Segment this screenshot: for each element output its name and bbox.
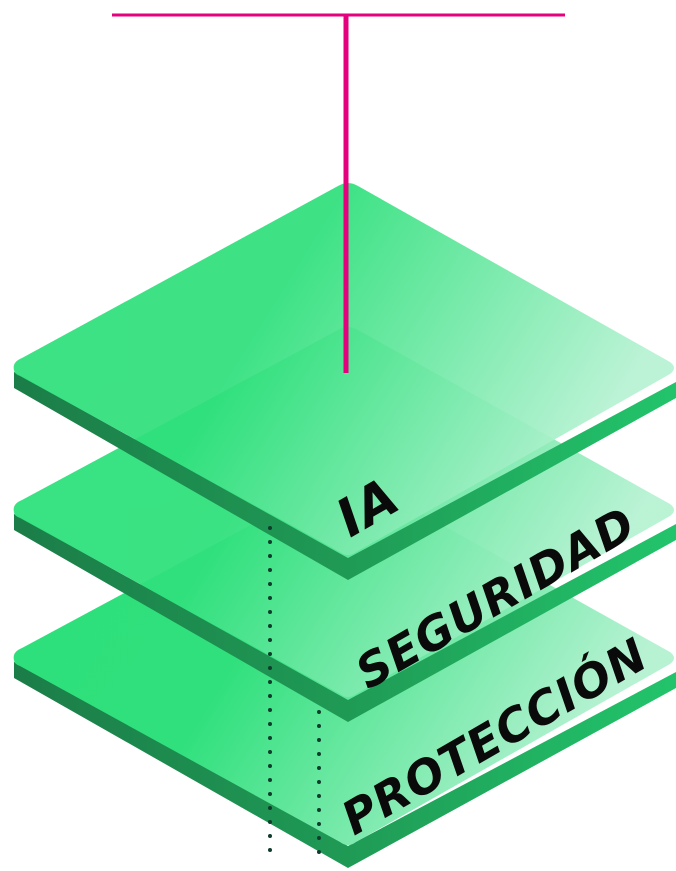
- pink-connector: [112, 13, 565, 373]
